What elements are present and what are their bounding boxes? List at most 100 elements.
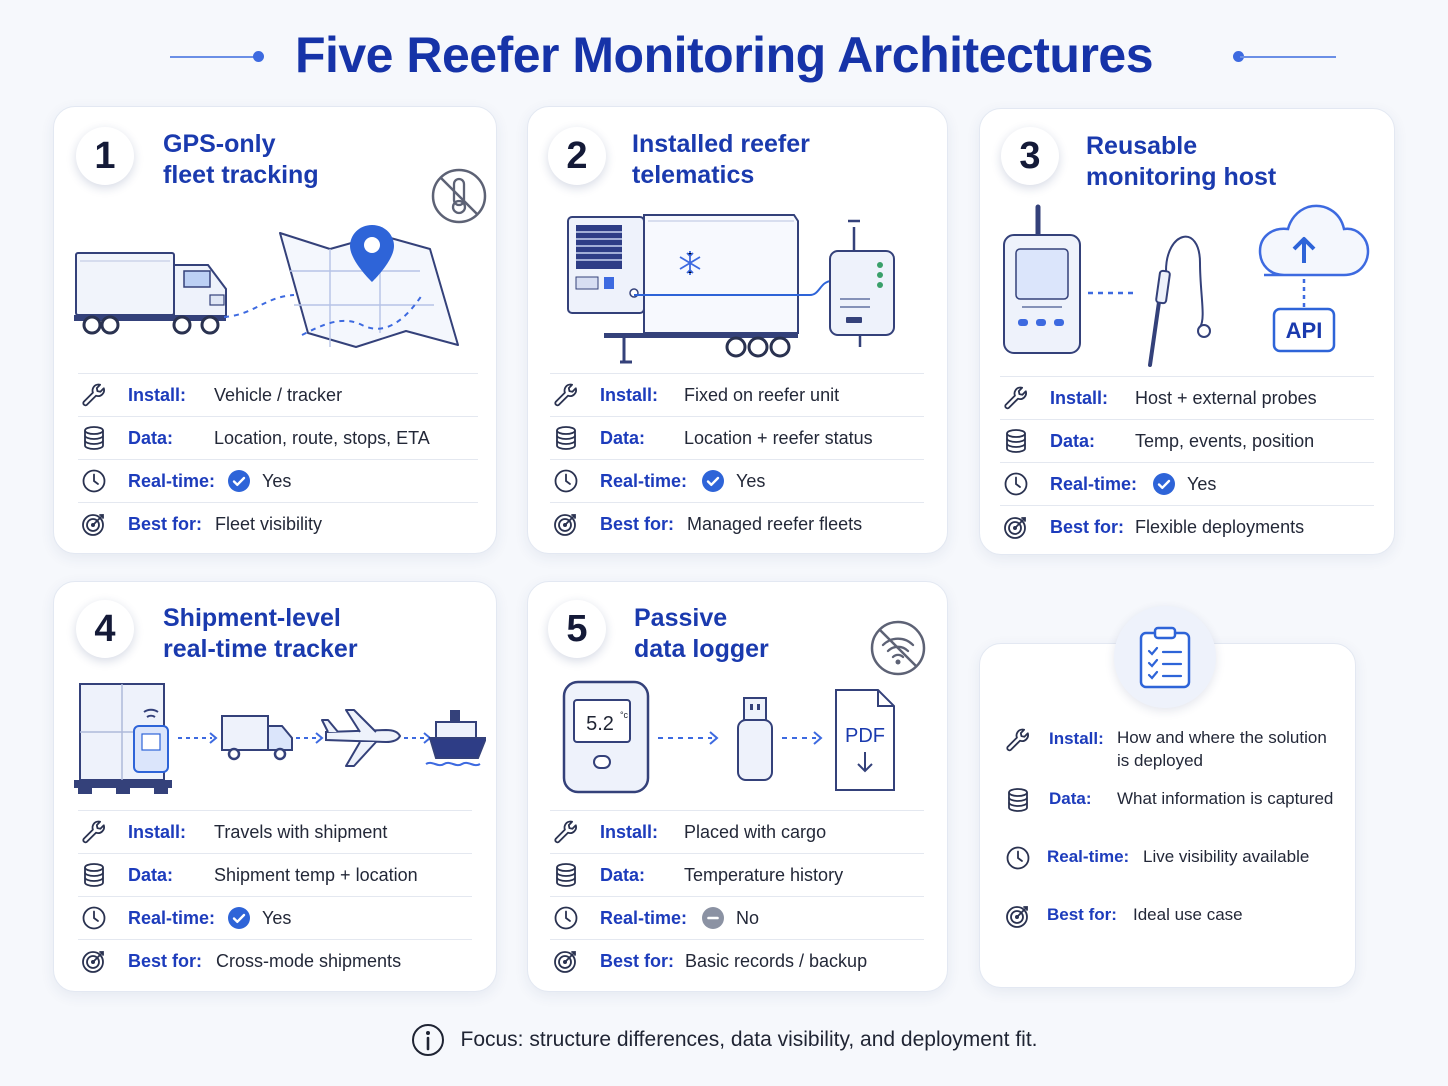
footer-note: Focus: structure differences, data visib… — [0, 1022, 1448, 1058]
row-best-for: Best for: Basic records / backup — [550, 939, 924, 982]
row-value: Fixed on reefer unit — [684, 384, 840, 405]
legend-value-line1: How and where the solution — [1117, 728, 1327, 747]
row-best-for: Best for: Managed reefer fleets — [550, 502, 924, 545]
title-left-line — [170, 56, 258, 58]
no-temperature-icon — [431, 168, 487, 224]
target-icon — [80, 510, 108, 538]
title-left-dot — [253, 51, 264, 62]
legend-row-data: Data: What information is captured — [1002, 786, 1342, 844]
legend-label: Best for: — [1047, 905, 1117, 924]
legend-value: Live visibility available — [1143, 847, 1310, 866]
card-attributes: Install: Vehicle / tracker Data:Location,… — [78, 373, 478, 545]
legend-label: Data: — [1049, 789, 1092, 808]
row-value: Yes — [262, 470, 292, 491]
card-title: Shipment-level real-time tracker — [163, 603, 358, 665]
footer-text: Focus: structure differences, data visib… — [460, 1028, 1038, 1051]
row-label: Best for: — [1050, 516, 1125, 537]
card-title-line2: real-time tracker — [163, 635, 358, 663]
card-attributes: Install:Host + external probes Data:Temp… — [1000, 376, 1374, 548]
row-label: Best for: — [600, 513, 675, 534]
card-title: Reusable monitoring host — [1086, 131, 1276, 193]
card-title-line1: Installed reefer — [632, 130, 810, 158]
logger-usb-pdf-illustration: 5.2 °c PDF — [562, 680, 895, 794]
card-number: 1 — [76, 127, 134, 185]
check-circle-icon — [228, 470, 250, 492]
reefer-trailer-illustration — [567, 214, 895, 364]
row-realtime: Real-time: Yes — [1000, 462, 1374, 505]
card-attributes: Install: Fixed on reefer unit Data: Locati… — [550, 373, 924, 545]
row-value: Location + reefer status — [684, 427, 873, 448]
card-title-line2: data logger — [634, 635, 769, 663]
card-number: 3 — [1001, 127, 1059, 185]
row-value: Managed reefer fleets — [687, 513, 863, 534]
row-value: Basic records / backup — [685, 950, 868, 971]
row-best-for: Best for: Fleet visibility — [78, 502, 478, 545]
row-value: Fleet visibility — [215, 513, 323, 534]
legend-value-line2: is deployed — [1117, 751, 1204, 770]
row-realtime: Real-time:No — [550, 896, 924, 939]
row-value: Travels with shipment — [214, 821, 388, 842]
database-icon — [1002, 427, 1030, 455]
cross-mode-shipment-illustration — [74, 683, 486, 794]
row-value: No — [736, 907, 760, 928]
row-best-for: Best for:Cross-mode shipments — [78, 939, 472, 982]
row-best-for: Best for: Flexible deployments — [1000, 505, 1374, 548]
logger-unit: °c — [620, 710, 629, 720]
row-value: Temperature history — [684, 864, 844, 885]
database-icon — [552, 861, 580, 889]
row-data: Data:Location, route, stops, ETA — [78, 416, 478, 459]
card-attributes: Install:Travels with shipment Data:Shipm… — [78, 810, 472, 982]
card-title: Passive data logger — [634, 603, 769, 665]
api-label: API — [1286, 318, 1323, 343]
card-title: Installed reefer telematics — [632, 129, 810, 191]
row-label: Install: — [128, 384, 187, 405]
target-icon — [1002, 513, 1030, 541]
clipboard-badge — [1114, 606, 1216, 708]
card-shipment-tracker: 4 Shipment-level real-time tracker Ins — [53, 581, 497, 992]
wrench-icon — [1004, 726, 1032, 754]
row-label: Best for: — [128, 513, 203, 534]
clock-icon — [80, 904, 108, 932]
row-value: Vehicle / tracker — [214, 384, 343, 405]
row-label: Data: — [128, 864, 174, 885]
database-icon — [552, 424, 580, 452]
check-circle-icon — [1153, 473, 1175, 495]
host-probe-api-illustration: API — [1003, 204, 1370, 367]
card-attributes: Install:Placed with cargo Data:Temperatu… — [550, 810, 924, 982]
row-label: Install: — [600, 384, 659, 405]
row-label: Data: — [600, 427, 646, 448]
clock-icon — [1002, 470, 1030, 498]
title-right-dot — [1233, 51, 1244, 62]
clock-icon — [552, 467, 580, 495]
wrench-icon — [1002, 384, 1030, 412]
row-label: Best for: — [600, 950, 675, 971]
row-label: Install: — [128, 821, 187, 842]
target-icon — [552, 510, 580, 538]
legend-label: Install: — [1049, 729, 1104, 748]
clipboard-checklist-icon — [1139, 626, 1191, 689]
row-data: Data:Temp, events, position — [1000, 419, 1374, 462]
row-label: Best for: — [128, 950, 203, 971]
legend-row-realtime: Real-time: Live visibility available — [1002, 844, 1342, 902]
legend-card: Install: How and where the solution is d… — [979, 606, 1356, 988]
row-realtime: Real-time: Yes — [550, 459, 924, 502]
row-value: Flexible deployments — [1135, 516, 1305, 537]
row-data: Data:Temperature history — [550, 853, 924, 896]
row-value: Host + external probes — [1135, 387, 1317, 408]
wrench-icon — [80, 818, 108, 846]
wrench-icon — [552, 818, 580, 846]
card-title-line2: monitoring host — [1086, 163, 1277, 191]
row-value: Yes — [736, 470, 766, 491]
card-installed-telematics: 2 Installed reefer telematics — [527, 106, 948, 554]
row-label: Real-time: — [1050, 473, 1138, 494]
row-label: Data: — [128, 427, 174, 448]
card-passive-logger: 5 Passive data logger 5.2 °c PDF Install… — [527, 581, 948, 992]
legend-rows: Install: How and where the solution is d… — [1002, 726, 1342, 942]
truck-map-illustration — [74, 225, 459, 348]
row-value: Yes — [1187, 473, 1217, 494]
row-install: Install: Travels with shipment — [78, 810, 472, 853]
row-value: Temp, events, position — [1135, 430, 1315, 451]
row-label: Real-time: — [600, 470, 688, 491]
legend-row-install: Install: How and where the solution is d… — [1002, 726, 1342, 786]
target-icon — [80, 947, 108, 975]
